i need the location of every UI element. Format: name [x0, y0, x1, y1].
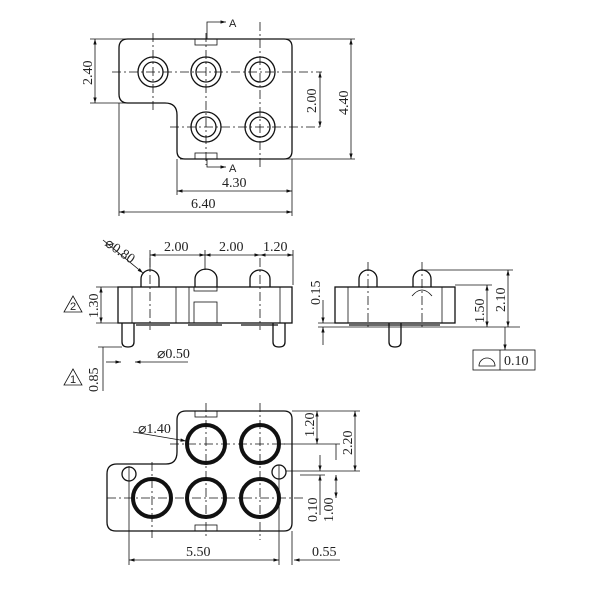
top-view-contacts: [137, 56, 276, 143]
flatness-tolerance-box: 0.10: [472, 349, 536, 371]
front-pin-right: [272, 323, 286, 348]
top-view-dimensions: 2.40 2.00 4.40 4.30 6.40: [81, 38, 355, 216]
section-marker-a: A A: [206, 18, 237, 175]
top-view-outline: [118, 38, 293, 160]
dim-4-40: 4.40: [337, 91, 352, 116]
dim-1-00: 1.00: [322, 498, 337, 523]
bottom-view: 5.50 0.55 ⌀1.40 1.20 2.20 0.10 1.00: [106, 403, 360, 565]
front-pin-left: [121, 323, 135, 348]
front-domes: [140, 268, 271, 287]
note-triangle-1: 1: [63, 368, 83, 386]
dim-0-10: 0.10: [306, 498, 321, 523]
dim-6-40: 6.40: [191, 197, 216, 212]
dim-pad-dia: ⌀1.40: [138, 422, 171, 437]
dim-edge-1-20: 1.20: [263, 240, 288, 255]
bottom-view-outline: [106, 410, 293, 532]
front-view: 2.00 2.00 1.20 ⌀0.80 1.30 2 ⌀0.50 0.85 1: [63, 236, 294, 393]
section-label-bottom: A: [229, 163, 237, 175]
dim-pitch-2: 2.00: [219, 240, 244, 255]
note-triangle-2: 2: [63, 295, 83, 313]
dim-5-50: 5.50: [186, 545, 211, 560]
front-body: [117, 286, 293, 324]
dim-2-00-vertical: 2.00: [305, 89, 320, 114]
top-view: A A 2.40 2.00 4.40 4.30 6.40: [81, 18, 355, 216]
svg-text:2: 2: [70, 301, 76, 313]
dim-0-85: 0.85: [87, 368, 102, 393]
dim-0-15: 0.15: [309, 281, 324, 306]
dim-dome-dia: ⌀0.80: [102, 236, 138, 267]
dim-1-20: 1.20: [303, 413, 318, 438]
dim-1-50: 1.50: [473, 299, 488, 324]
dim-2-10: 2.10: [494, 288, 509, 313]
dim-2-20: 2.20: [341, 431, 356, 456]
dim-pitch-1: 2.00: [164, 240, 189, 255]
flatness-value: 0.10: [504, 354, 529, 369]
dim-pin-dia: ⌀0.50: [157, 347, 190, 362]
section-label-top: A: [229, 18, 237, 30]
dim-1-30: 1.30: [87, 294, 102, 319]
side-body: [334, 286, 456, 324]
svg-text:1: 1: [70, 374, 76, 386]
side-view: 0.15 1.50 2.10 0.10: [309, 262, 536, 371]
top-view-centerlines: [112, 22, 322, 168]
profile-of-surface-icon: [478, 357, 496, 367]
side-pin: [388, 323, 402, 348]
dim-4-30: 4.30: [222, 176, 247, 191]
dim-2-40: 2.40: [81, 61, 96, 86]
dim-0-55: 0.55: [312, 545, 337, 560]
